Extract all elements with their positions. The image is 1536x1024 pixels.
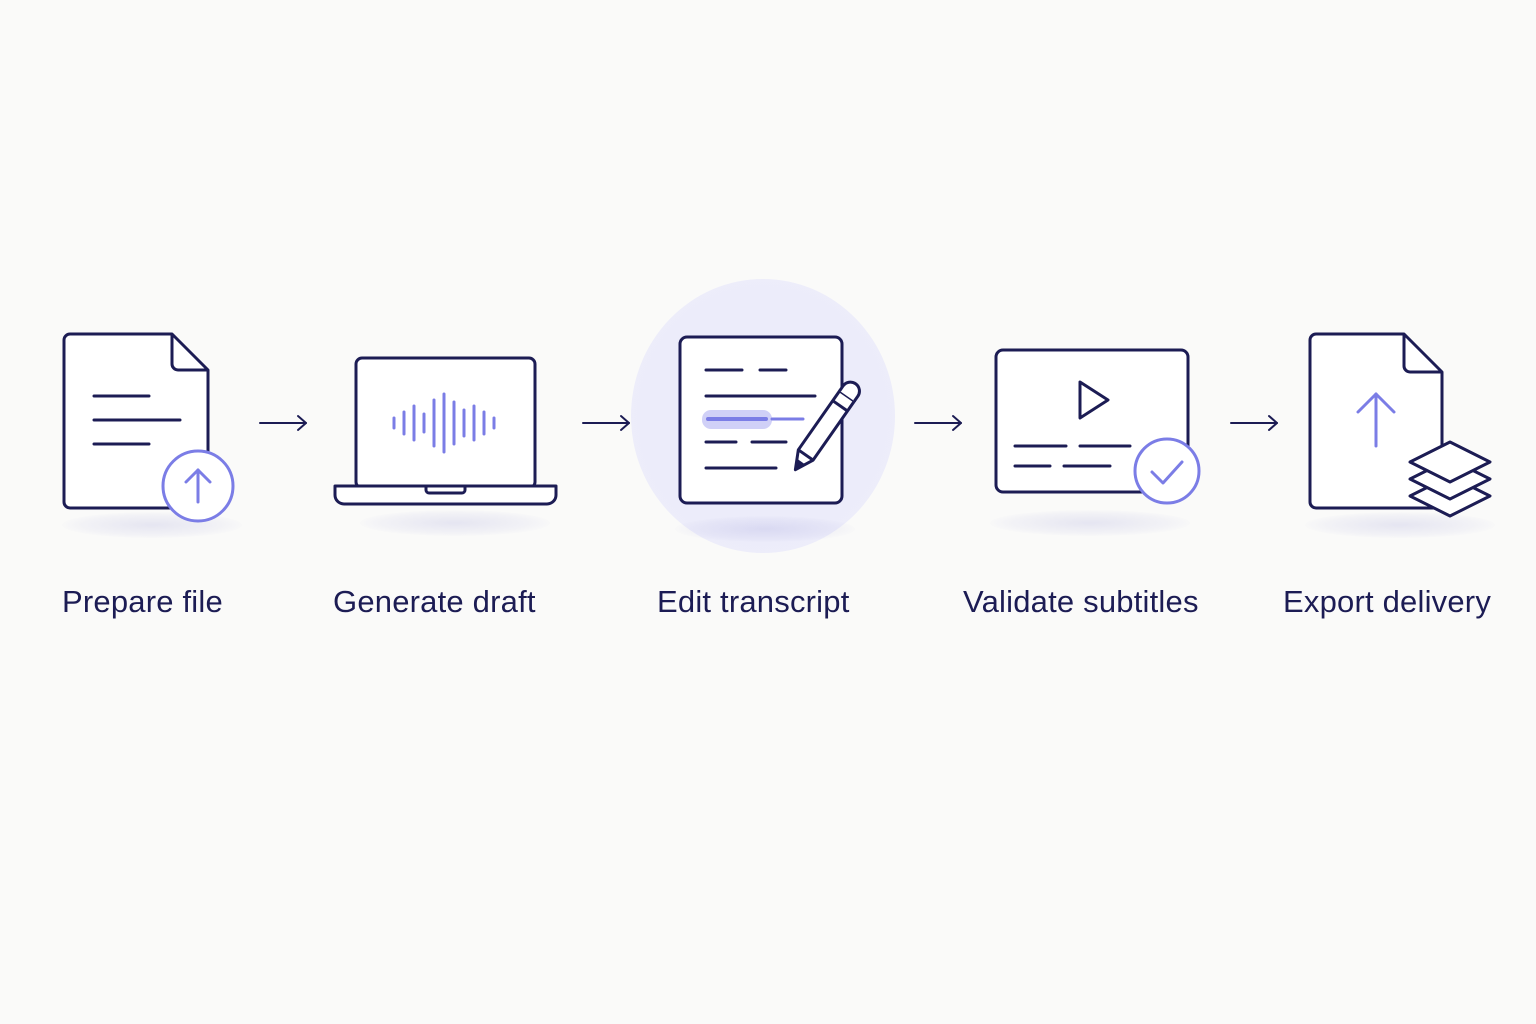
laptop-waveform-icon [333, 356, 558, 506]
step-shadow [990, 510, 1190, 536]
step-shadow [1305, 512, 1495, 538]
step-shadow [675, 516, 855, 542]
arrow-right-icon [259, 415, 307, 431]
arrow-right-icon [582, 415, 630, 431]
step-label-generate-draft: Generate draft [333, 584, 536, 619]
step-label-prepare-file: Prepare file [62, 584, 223, 619]
step-label-edit-transcript: Edit transcript [657, 584, 850, 619]
document-export-layers-icon [1308, 332, 1492, 518]
step-shadow [360, 510, 550, 536]
arrow-right-icon [914, 415, 962, 431]
arrow-right-icon [1230, 415, 1278, 431]
video-subtitles-check-icon [994, 348, 1201, 505]
document-upload-icon [62, 332, 235, 523]
step-label-validate-subtitles: Validate subtitles [963, 584, 1199, 619]
transcript-edit-pencil-icon [678, 335, 861, 505]
step-label-export-delivery: Export delivery [1283, 584, 1492, 619]
